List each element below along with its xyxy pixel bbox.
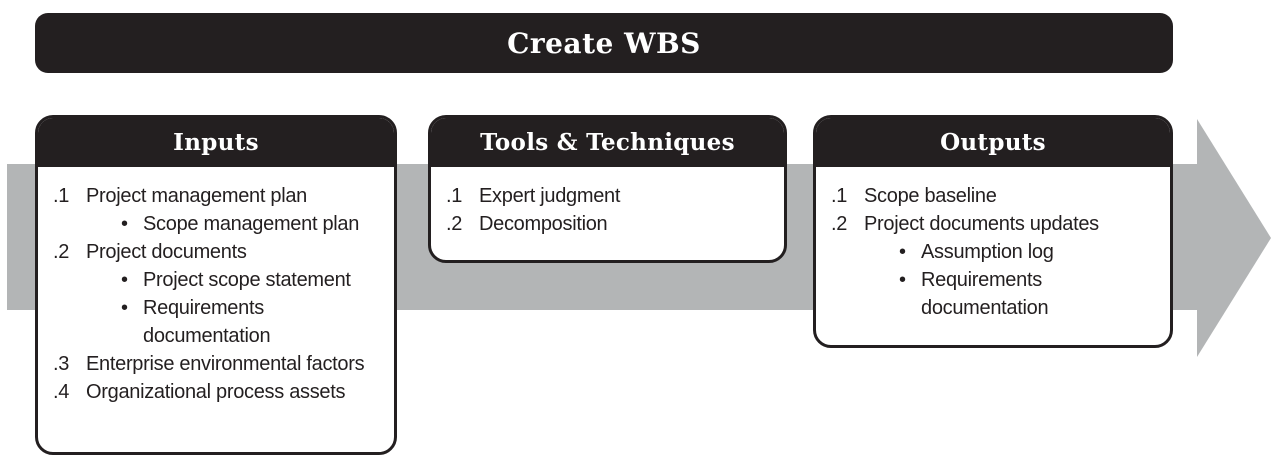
bullet-icon: • xyxy=(899,241,906,263)
item-number: .4 xyxy=(53,381,70,403)
item-number: .1 xyxy=(831,185,848,207)
subitem-text: Requirements documentation xyxy=(921,269,1049,319)
outputs-box: Outputs .1 Scope baseline .2 Project doc… xyxy=(813,115,1173,348)
tools-techniques-box: Tools & Techniques .1 Expert judgment .2… xyxy=(428,115,787,263)
inputs-list: .1 Project management plan • Scope manag… xyxy=(38,167,394,406)
subitem-text: Scope management plan xyxy=(143,213,360,235)
list-subitem: • Requirements documentation xyxy=(53,294,386,350)
item-text: Organizational process assets xyxy=(86,381,346,403)
list-subitem: • Requirements documentation xyxy=(831,266,1162,322)
tools-techniques-header: Tools & Techniques xyxy=(431,118,784,167)
bullet-icon: • xyxy=(899,269,906,291)
list-item: .2 Decomposition xyxy=(446,210,776,238)
item-number: .2 xyxy=(53,241,70,263)
item-text: Expert judgment xyxy=(479,185,621,207)
inputs-header: Inputs xyxy=(38,118,394,167)
list-subitem: • Scope management plan xyxy=(53,210,386,238)
list-item: .4 Organizational process assets xyxy=(53,378,386,406)
item-number: .2 xyxy=(831,213,848,235)
subitem-text: Requirements documentation xyxy=(143,297,271,347)
item-number: .1 xyxy=(446,185,463,207)
outputs-header: Outputs xyxy=(816,118,1170,167)
list-item: .3 Enterprise environmental factors xyxy=(53,350,386,378)
subitem-text: Project scope statement xyxy=(143,269,351,291)
item-number: .1 xyxy=(53,185,70,207)
tools-techniques-list: .1 Expert judgment .2 Decomposition xyxy=(431,167,784,238)
process-title: Create WBS xyxy=(507,26,701,60)
item-text: Scope baseline xyxy=(864,185,997,207)
item-text: Project management plan xyxy=(86,185,308,207)
item-number: .2 xyxy=(446,213,463,235)
list-item: .2 Project documents xyxy=(53,238,386,266)
bullet-icon: • xyxy=(121,213,128,235)
list-item: .1 Scope baseline xyxy=(831,182,1162,210)
item-text: Project documents updates xyxy=(864,213,1099,235)
outputs-list: .1 Scope baseline .2 Project documents u… xyxy=(816,167,1170,322)
list-item: .2 Project documents updates xyxy=(831,210,1162,238)
item-number: .3 xyxy=(53,353,70,375)
list-subitem: • Project scope statement xyxy=(53,266,386,294)
process-title-bar: Create WBS xyxy=(35,13,1173,73)
inputs-box: Inputs .1 Project management plan • Scop… xyxy=(35,115,397,455)
bullet-icon: • xyxy=(121,297,128,319)
bullet-icon: • xyxy=(121,269,128,291)
subitem-text: Assumption log xyxy=(921,241,1054,263)
process-flow-arrow-head xyxy=(1197,119,1271,357)
list-item: .1 Project management plan xyxy=(53,182,386,210)
item-text: Enterprise environmental factors xyxy=(86,353,365,375)
item-text: Project documents xyxy=(86,241,247,263)
item-text: Decomposition xyxy=(479,213,608,235)
list-item: .1 Expert judgment xyxy=(446,182,776,210)
list-subitem: • Assumption log xyxy=(831,238,1162,266)
